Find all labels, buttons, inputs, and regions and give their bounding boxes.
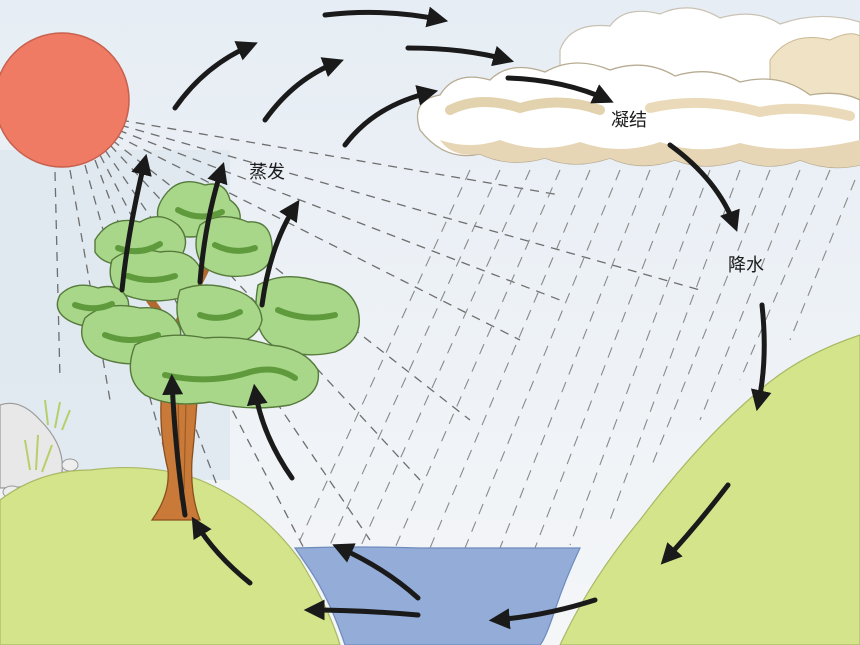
arrow-side-evap <box>246 383 295 481</box>
left-hill <box>0 466 341 645</box>
arrow-cond-prec <box>667 142 740 232</box>
sun <box>0 32 130 168</box>
label-condensation: 凝结 <box>611 110 647 131</box>
arrow-tree-1 <box>119 153 152 293</box>
arrow-runoff-lake <box>488 597 598 630</box>
arrow-tree-2 <box>197 162 228 285</box>
arrow-lake-up <box>332 543 421 601</box>
arrow-trunk-up <box>162 373 188 518</box>
arrow-tree-3 <box>259 199 300 308</box>
arrow-lake-left <box>303 599 421 621</box>
arrow-top-1 <box>322 6 449 28</box>
grass-tufts <box>24 399 71 473</box>
right-hill <box>559 334 860 645</box>
foliage-shading <box>72 207 338 383</box>
cycle-arrows <box>119 6 772 630</box>
label-evaporation: 蒸发 <box>249 162 285 183</box>
arrow-top-2 <box>405 45 515 67</box>
arrow-evap-3 <box>342 85 439 148</box>
arrow-top-3 <box>505 75 614 104</box>
arrow-prec-down <box>750 302 772 412</box>
arrow-ground-tree <box>191 516 253 586</box>
arrow-runoff-right <box>660 482 731 565</box>
rain-streaks <box>299 169 856 549</box>
arrow-evap-1 <box>172 41 258 111</box>
label-precipitation: 降水 <box>728 255 764 276</box>
arrow-evap-2 <box>262 57 344 123</box>
clouds <box>416 7 860 169</box>
